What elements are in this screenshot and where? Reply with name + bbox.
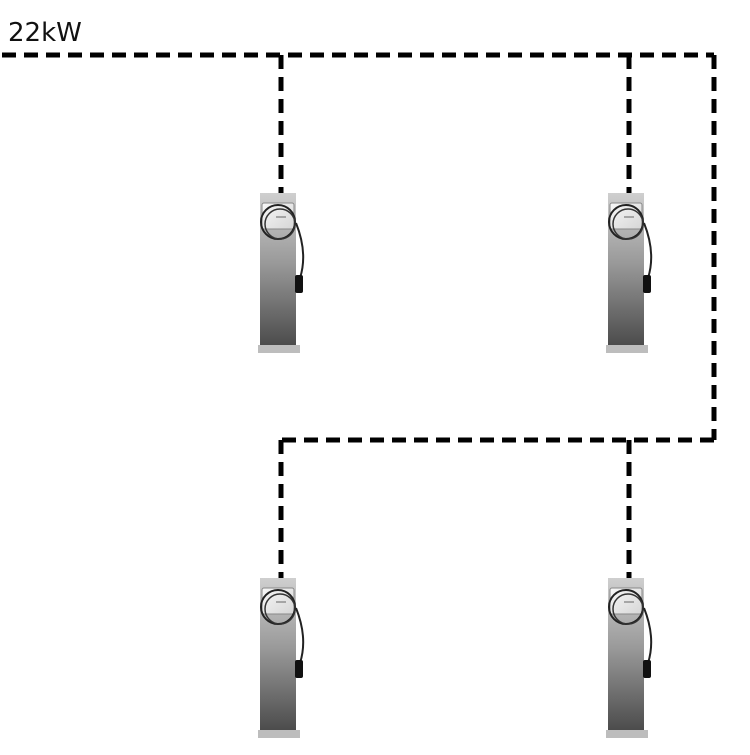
cable-network — [2, 52, 717, 578]
charger-pillar-icon — [606, 193, 653, 353]
charger-4 — [606, 578, 653, 738]
charger-1 — [258, 193, 305, 353]
charger-2 — [606, 193, 653, 353]
charger-3 — [258, 578, 305, 738]
charger-pillar-icon — [258, 578, 305, 738]
supply-power-label: 22kW — [8, 18, 82, 48]
charger-pillar-icon — [606, 578, 653, 738]
charger-pillar-icon — [258, 193, 305, 353]
